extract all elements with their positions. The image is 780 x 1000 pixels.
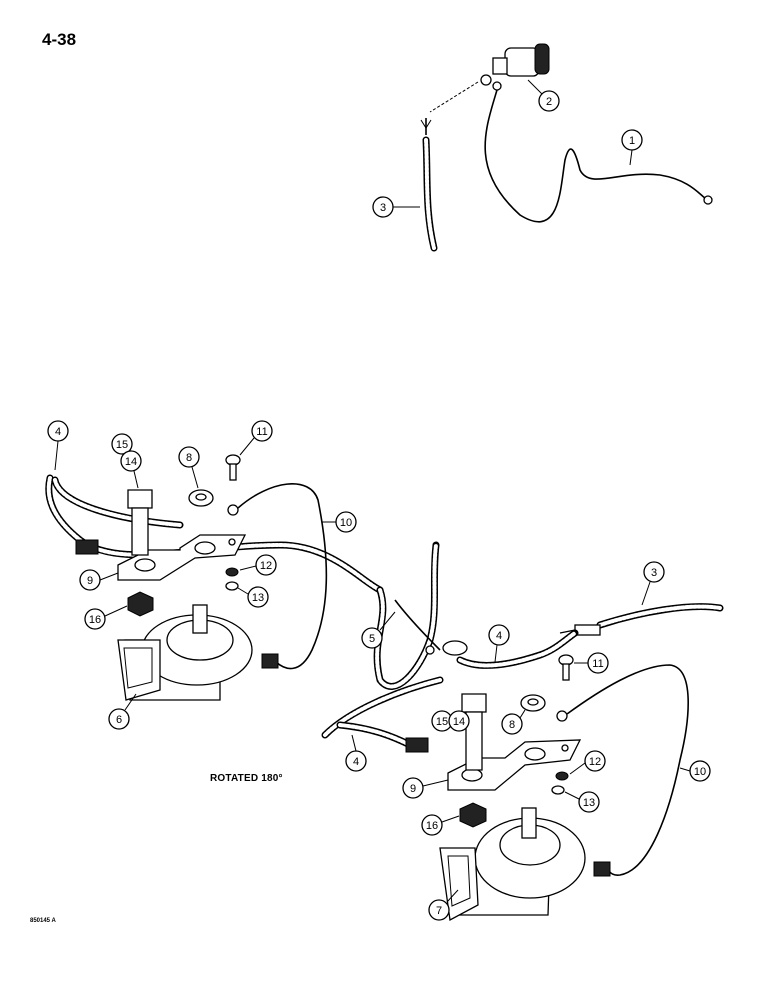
svg-text:14: 14 [125,456,137,468]
callout-5: 5 [361,611,396,649]
nut-16-right [459,802,487,828]
screw-11-right [558,654,574,681]
callout-13-right: 13 [564,791,600,813]
nut-12-13-left [225,567,239,591]
svg-text:16: 16 [89,614,101,626]
bracket-9-left [117,534,247,581]
wire-3 [420,81,479,252]
bracket-9-right [447,739,582,791]
callout-8-right: 8 [501,709,526,735]
wire-1 [484,89,713,223]
svg-text:3: 3 [651,567,657,579]
callout-10-right: 10 [679,760,711,782]
callout-9-left: 9 [79,569,119,591]
svg-text:13: 13 [583,797,595,809]
horn-7 [439,807,586,922]
svg-text:6: 6 [116,714,122,726]
callout-6: 6 [108,693,137,730]
harness-4-right [321,676,444,753]
svg-text:10: 10 [694,766,706,778]
horn-ground-5 [373,541,468,690]
callout-3-top: 3 [372,196,420,218]
screw-11-left [225,454,241,481]
svg-text:1: 1 [629,135,635,147]
callout-12-left: 12 [239,554,277,576]
callout-9-right: 9 [402,777,449,799]
rotated-note: ROTATED 180° [210,773,283,784]
svg-text:16: 16 [426,820,438,832]
svg-text:11: 11 [592,658,603,670]
svg-text:15: 15 [436,716,448,728]
svg-text:4: 4 [496,630,502,642]
svg-text:12: 12 [589,756,601,768]
svg-text:14: 14 [453,716,465,728]
svg-text:12: 12 [260,560,272,572]
svg-text:4: 4 [55,426,61,438]
horn-6 [117,604,253,701]
page-number: 4-38 [42,30,77,49]
svg-text:15: 15 [116,439,128,451]
callout-8-left: 8 [178,446,200,489]
callout-15-14-right: 15 14 [431,710,470,732]
svg-text:9: 9 [87,575,93,587]
callout-12-right: 12 [569,750,606,775]
callout-4-left: 4 [47,420,69,471]
callout-16-left: 16 [84,605,128,630]
callout-15-14-left: 15 14 [111,433,142,489]
wire-10-right [556,664,689,877]
svg-text:11: 11 [256,426,267,438]
svg-text:5: 5 [369,633,375,645]
callout-4-center: 4 [488,624,510,663]
callout-2: 2 [527,79,560,112]
callout-7: 7 [428,889,459,921]
connector-left [75,539,99,555]
bolt-14-left [127,489,153,556]
callout-3-right: 3 [641,561,665,606]
callout-4-right: 4 [345,734,367,772]
horn-switch [480,43,550,91]
drawing-reference: 850145 A [30,918,56,924]
callout-13-left: 13 [237,586,269,608]
callout-1: 1 [621,129,643,166]
svg-text:7: 7 [436,905,442,917]
svg-text:2: 2 [546,96,552,108]
callout-11-left: 11 [239,420,273,456]
washer-8-right [520,694,546,712]
svg-text:8: 8 [509,719,515,731]
bolt-14-right [461,693,487,771]
wire-10-left [227,483,328,670]
svg-text:4: 4 [353,756,359,768]
svg-text:8: 8 [186,452,192,464]
svg-text:9: 9 [410,783,416,795]
svg-text:13: 13 [252,592,264,604]
harness-4-left [45,474,384,594]
harness-3-right [559,603,724,636]
svg-text:10: 10 [340,517,352,529]
svg-text:3: 3 [380,202,386,214]
harness-4-center [456,629,579,669]
nut-16-left [127,591,154,617]
nut-12-13-right [551,771,569,795]
washer-8-left [188,489,214,507]
callout-11-right: 11 [574,652,609,674]
callout-10-left: 10 [322,511,357,533]
callout-16-right: 16 [421,814,460,836]
